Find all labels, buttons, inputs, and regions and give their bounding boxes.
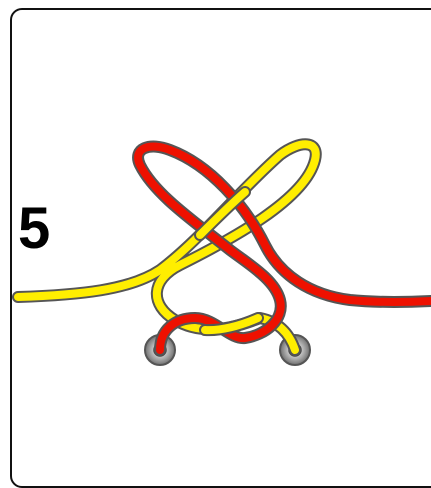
lacing-diagram: [0, 0, 431, 477]
